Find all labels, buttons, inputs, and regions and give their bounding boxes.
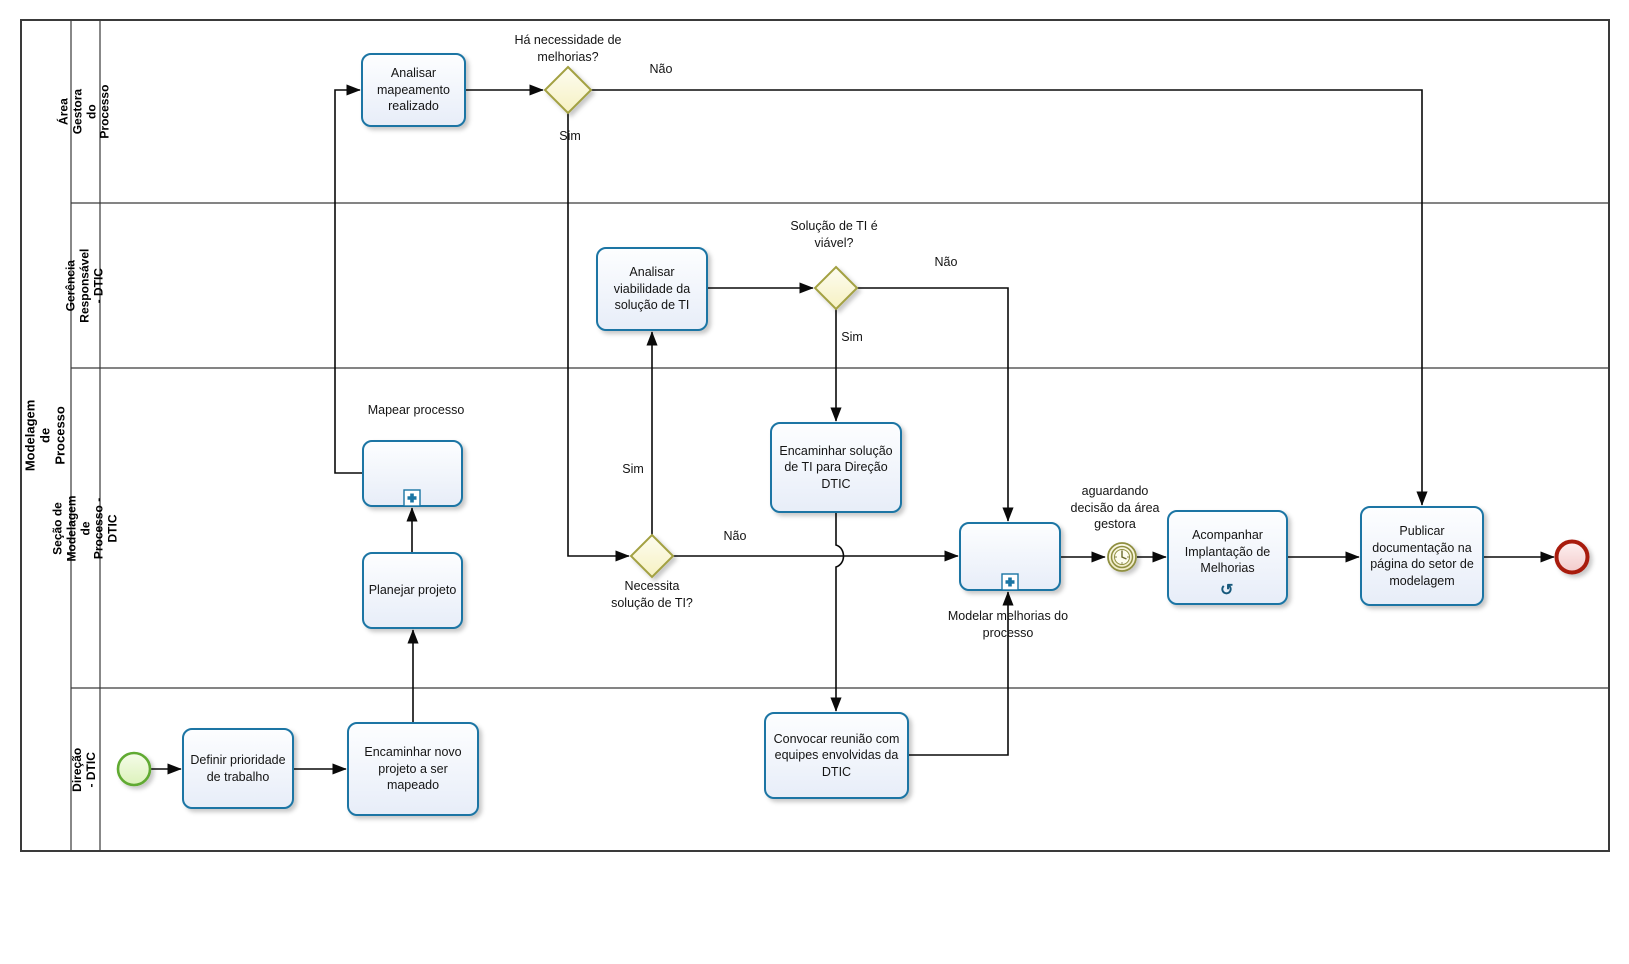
gateway-label: Necessita solução de TI?: [611, 579, 693, 610]
lane-area-gestora: Área Gestora do Processo: [57, 20, 112, 203]
lane-label: Gerência Responsável - DTIC: [63, 248, 106, 323]
task-encaminhar-solucao[interactable]: [770, 422, 902, 513]
end-event-icon[interactable]: [1554, 539, 1590, 575]
subprocess-plus-icon: [403, 489, 421, 507]
flow-convocar-to-modelar: [908, 591, 1014, 756]
gateway-label: Há necessidade de melhorias?: [514, 33, 622, 64]
flow-encaminhar-solucao-to-convocar: [830, 512, 845, 712]
lane-label: Seção de Modelagem de Processo - DTIC: [50, 494, 120, 561]
start-event-icon[interactable]: [116, 751, 152, 787]
pool-label-column: Modelagem de Processo: [21, 20, 71, 851]
gateway-solucao-viavel[interactable]: [813, 265, 859, 311]
subprocess-plus-icon: [1001, 573, 1019, 591]
subprocess-label: Mapear processo: [367, 403, 465, 417]
loop-icon: ↺: [1220, 582, 1234, 599]
task-analisar-mapeamento[interactable]: [361, 53, 466, 127]
branch-label-nao: Não: [723, 529, 747, 543]
subprocess-label: Modelar melhorias do processo: [947, 609, 1069, 640]
gateway-necessita-solucao[interactable]: [629, 533, 675, 579]
task-acompanhar-implantacao[interactable]: [1167, 510, 1288, 605]
branch-label-sim: Sim: [622, 462, 644, 476]
task-definir-prioridade[interactable]: [182, 728, 294, 809]
task-label: Publicar documentação na página do setor…: [1370, 524, 1474, 588]
timer-event-icon[interactable]: [1107, 542, 1137, 572]
pool-border: [20, 19, 1610, 852]
lane-secao-modelagem: Seção de Modelagem de Processo - DTIC: [50, 368, 119, 688]
task-publicar-documentacao[interactable]: [1360, 506, 1484, 606]
branch-label-sim: Sim: [841, 330, 863, 344]
task-label: Definir prioridade de trabalho: [190, 753, 286, 784]
flow-gw2-nao-to-modelar: [857, 287, 1014, 522]
lane-label: Direção - DTIC: [70, 747, 99, 792]
task-planejar-projeto[interactable]: [362, 552, 463, 629]
gateway-label: Solução de TI é viável?: [790, 219, 878, 250]
task-label: Encaminhar solução de TI para Direção DT…: [779, 443, 893, 491]
timer-event-label: aguardando decisão da área gestora: [1070, 484, 1160, 531]
task-convocar-reuniao[interactable]: [764, 712, 909, 799]
flow-gw1-sim-to-gw3: [567, 113, 630, 562]
pool-title: Modelagem de Processo: [22, 399, 68, 472]
task-label: Convocar reunião com equipes envolvidas …: [773, 731, 900, 779]
task-label: Encaminhar novo projeto a ser mapeado: [364, 745, 462, 793]
task-label: Planejar projeto: [368, 583, 457, 598]
task-label: Analisar mapeamento realizado: [377, 66, 450, 114]
branch-label-nao: Não: [649, 62, 673, 76]
task-label: Analisar viabilidade da solução de TI: [613, 265, 691, 313]
flow-mapear-to-analisar-mapeamento: [334, 84, 363, 474]
lane-direcao-dtic: Direção - DTIC: [71, 688, 100, 851]
branch-label-nao: Não: [934, 255, 958, 269]
branch-label-sim: Sim: [559, 129, 581, 143]
task-analisar-viabilidade[interactable]: [596, 247, 708, 331]
flow-gw1-nao-to-publicar: [591, 89, 1428, 506]
lane-gerencia-responsavel: Gerência Responsável - DTIC: [64, 203, 106, 368]
lane-label: Área Gestora do Processo: [56, 84, 113, 139]
task-label: Acompanhar Implantação de Melhorias: [1184, 528, 1271, 576]
task-encaminhar-novo-projeto[interactable]: [347, 722, 479, 816]
gateway-ha-necessidade[interactable]: [543, 65, 593, 115]
